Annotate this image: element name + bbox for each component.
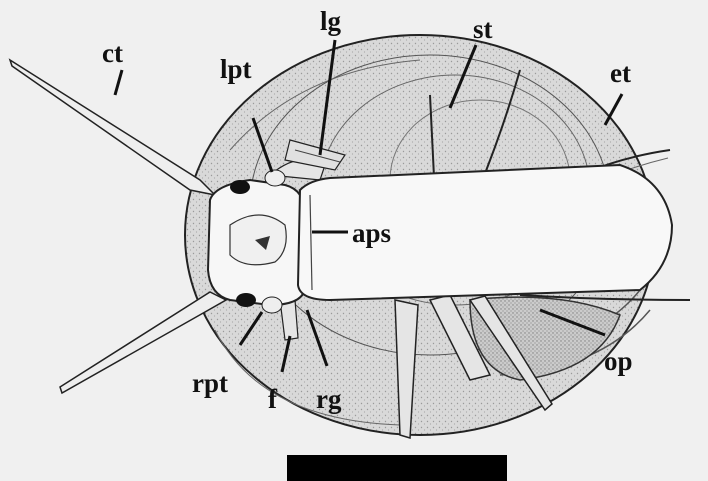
right-eye: [236, 293, 256, 307]
leader-ct: [115, 70, 122, 95]
scale-bar: [287, 455, 507, 481]
label-f: f: [268, 384, 278, 414]
head: [208, 170, 305, 313]
left-eye: [230, 180, 250, 194]
label-rpt: rpt: [192, 368, 228, 398]
label-aps: aps: [352, 218, 391, 248]
label-op: op: [604, 346, 633, 376]
right-palp: [262, 297, 282, 313]
label-lpt: lpt: [220, 54, 252, 84]
label-ct: ct: [102, 38, 123, 68]
label-st: st: [473, 14, 493, 44]
label-rg: rg: [316, 384, 342, 414]
label-et: et: [610, 58, 631, 88]
label-lg: lg: [320, 6, 342, 36]
left-palp: [265, 170, 285, 186]
